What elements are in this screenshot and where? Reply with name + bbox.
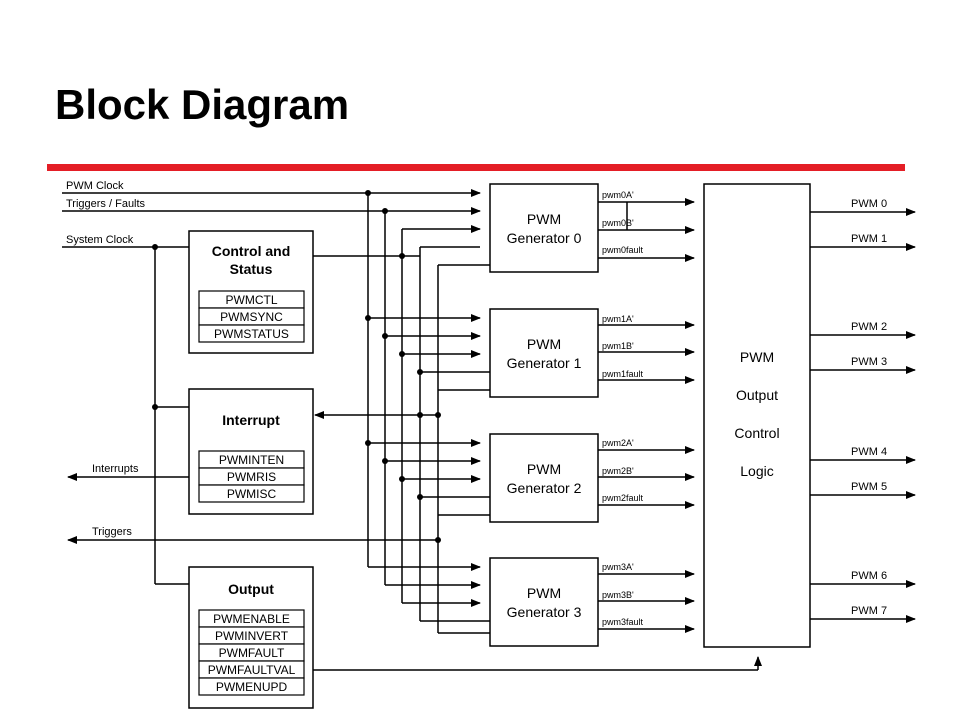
output-title: Output [228,581,274,597]
pwm-out-4: PWM 4 [851,446,887,458]
generator-3-line1: PWM [527,585,561,601]
interrupts-label: Interrupts [92,463,139,475]
signal-pwm1fault: pwm1fault [602,369,644,379]
pwm-out-7: PWM 7 [851,605,887,617]
interrupt-title: Interrupt [222,412,280,428]
pwm-clock-label: PWM Clock [66,180,124,192]
register-pwmstatus: PWMSTATUS [214,327,289,341]
register-pwmisc: PWMISC [227,487,277,501]
pwm-out-5: PWM 5 [851,481,887,493]
triggers-label: Triggers [92,526,132,538]
title-underline [47,164,905,171]
pwm-generator-3-block [489,557,599,647]
register-pwmfault: PWMFAULT [219,646,285,660]
register-pwmctl: PWMCTL [226,293,278,307]
signal-pwm0fault: pwm0fault [602,245,644,255]
signal-pwm0b: pwm0B' [602,218,634,228]
output-control-logic-block [703,183,811,648]
pwm-generator-0-block [489,183,599,273]
triggers-faults-label: Triggers / Faults [66,198,146,210]
page-title: Block Diagram [55,81,350,128]
generator-3-line2: Generator 3 [507,604,582,620]
ocl-line-3: Control [734,425,779,441]
signal-pwm2a: pwm2A' [602,438,634,448]
signal-pwm1b: pwm1B' [602,341,634,351]
signal-pwm3a: pwm3A' [602,562,634,572]
generator-1-line1: PWM [527,336,561,352]
generator-1-line2: Generator 1 [507,355,582,371]
pwm-out-1: PWM 1 [851,233,887,245]
pwm-out-6: PWM 6 [851,570,887,582]
signal-pwm1a: pwm1A' [602,314,634,324]
ocl-line-4: Logic [740,463,773,479]
ocl-line-2: Output [736,387,778,403]
register-pwminvert: PWMINVERT [215,629,289,643]
generator-0-line1: PWM [527,211,561,227]
register-pwmfaultval: PWMFAULTVAL [208,663,296,677]
control-status-title-1: Control and [212,243,291,259]
pwm-out-2: PWM 2 [851,321,887,333]
register-pwmris: PWMRIS [227,470,276,484]
register-pwminten: PWMINTEN [219,453,284,467]
pwm-generator-2-block [489,433,599,523]
pwm-generator-1-block [489,308,599,398]
generator-2-line1: PWM [527,461,561,477]
pwm-out-0: PWM 0 [851,198,887,210]
control-status-title-2: Status [230,261,273,277]
system-clock-label: System Clock [66,234,134,246]
junction-dots [152,190,441,543]
generator-0-line2: Generator 0 [507,230,582,246]
signal-pwm3fault: pwm3fault [602,617,644,627]
register-pwmenable: PWMENABLE [213,612,290,626]
generator-2-line2: Generator 2 [507,480,582,496]
register-pwmsync: PWMSYNC [220,310,283,324]
signal-pwm2fault: pwm2fault [602,493,644,503]
signal-pwm3b: pwm3B' [602,590,634,600]
signal-pwm0a: pwm0A' [602,190,634,200]
pwm-out-3: PWM 3 [851,356,887,368]
signal-pwm2b: pwm2B' [602,466,634,476]
ocl-line-1: PWM [740,349,774,365]
register-pwmenupd: PWMENUPD [216,680,288,694]
